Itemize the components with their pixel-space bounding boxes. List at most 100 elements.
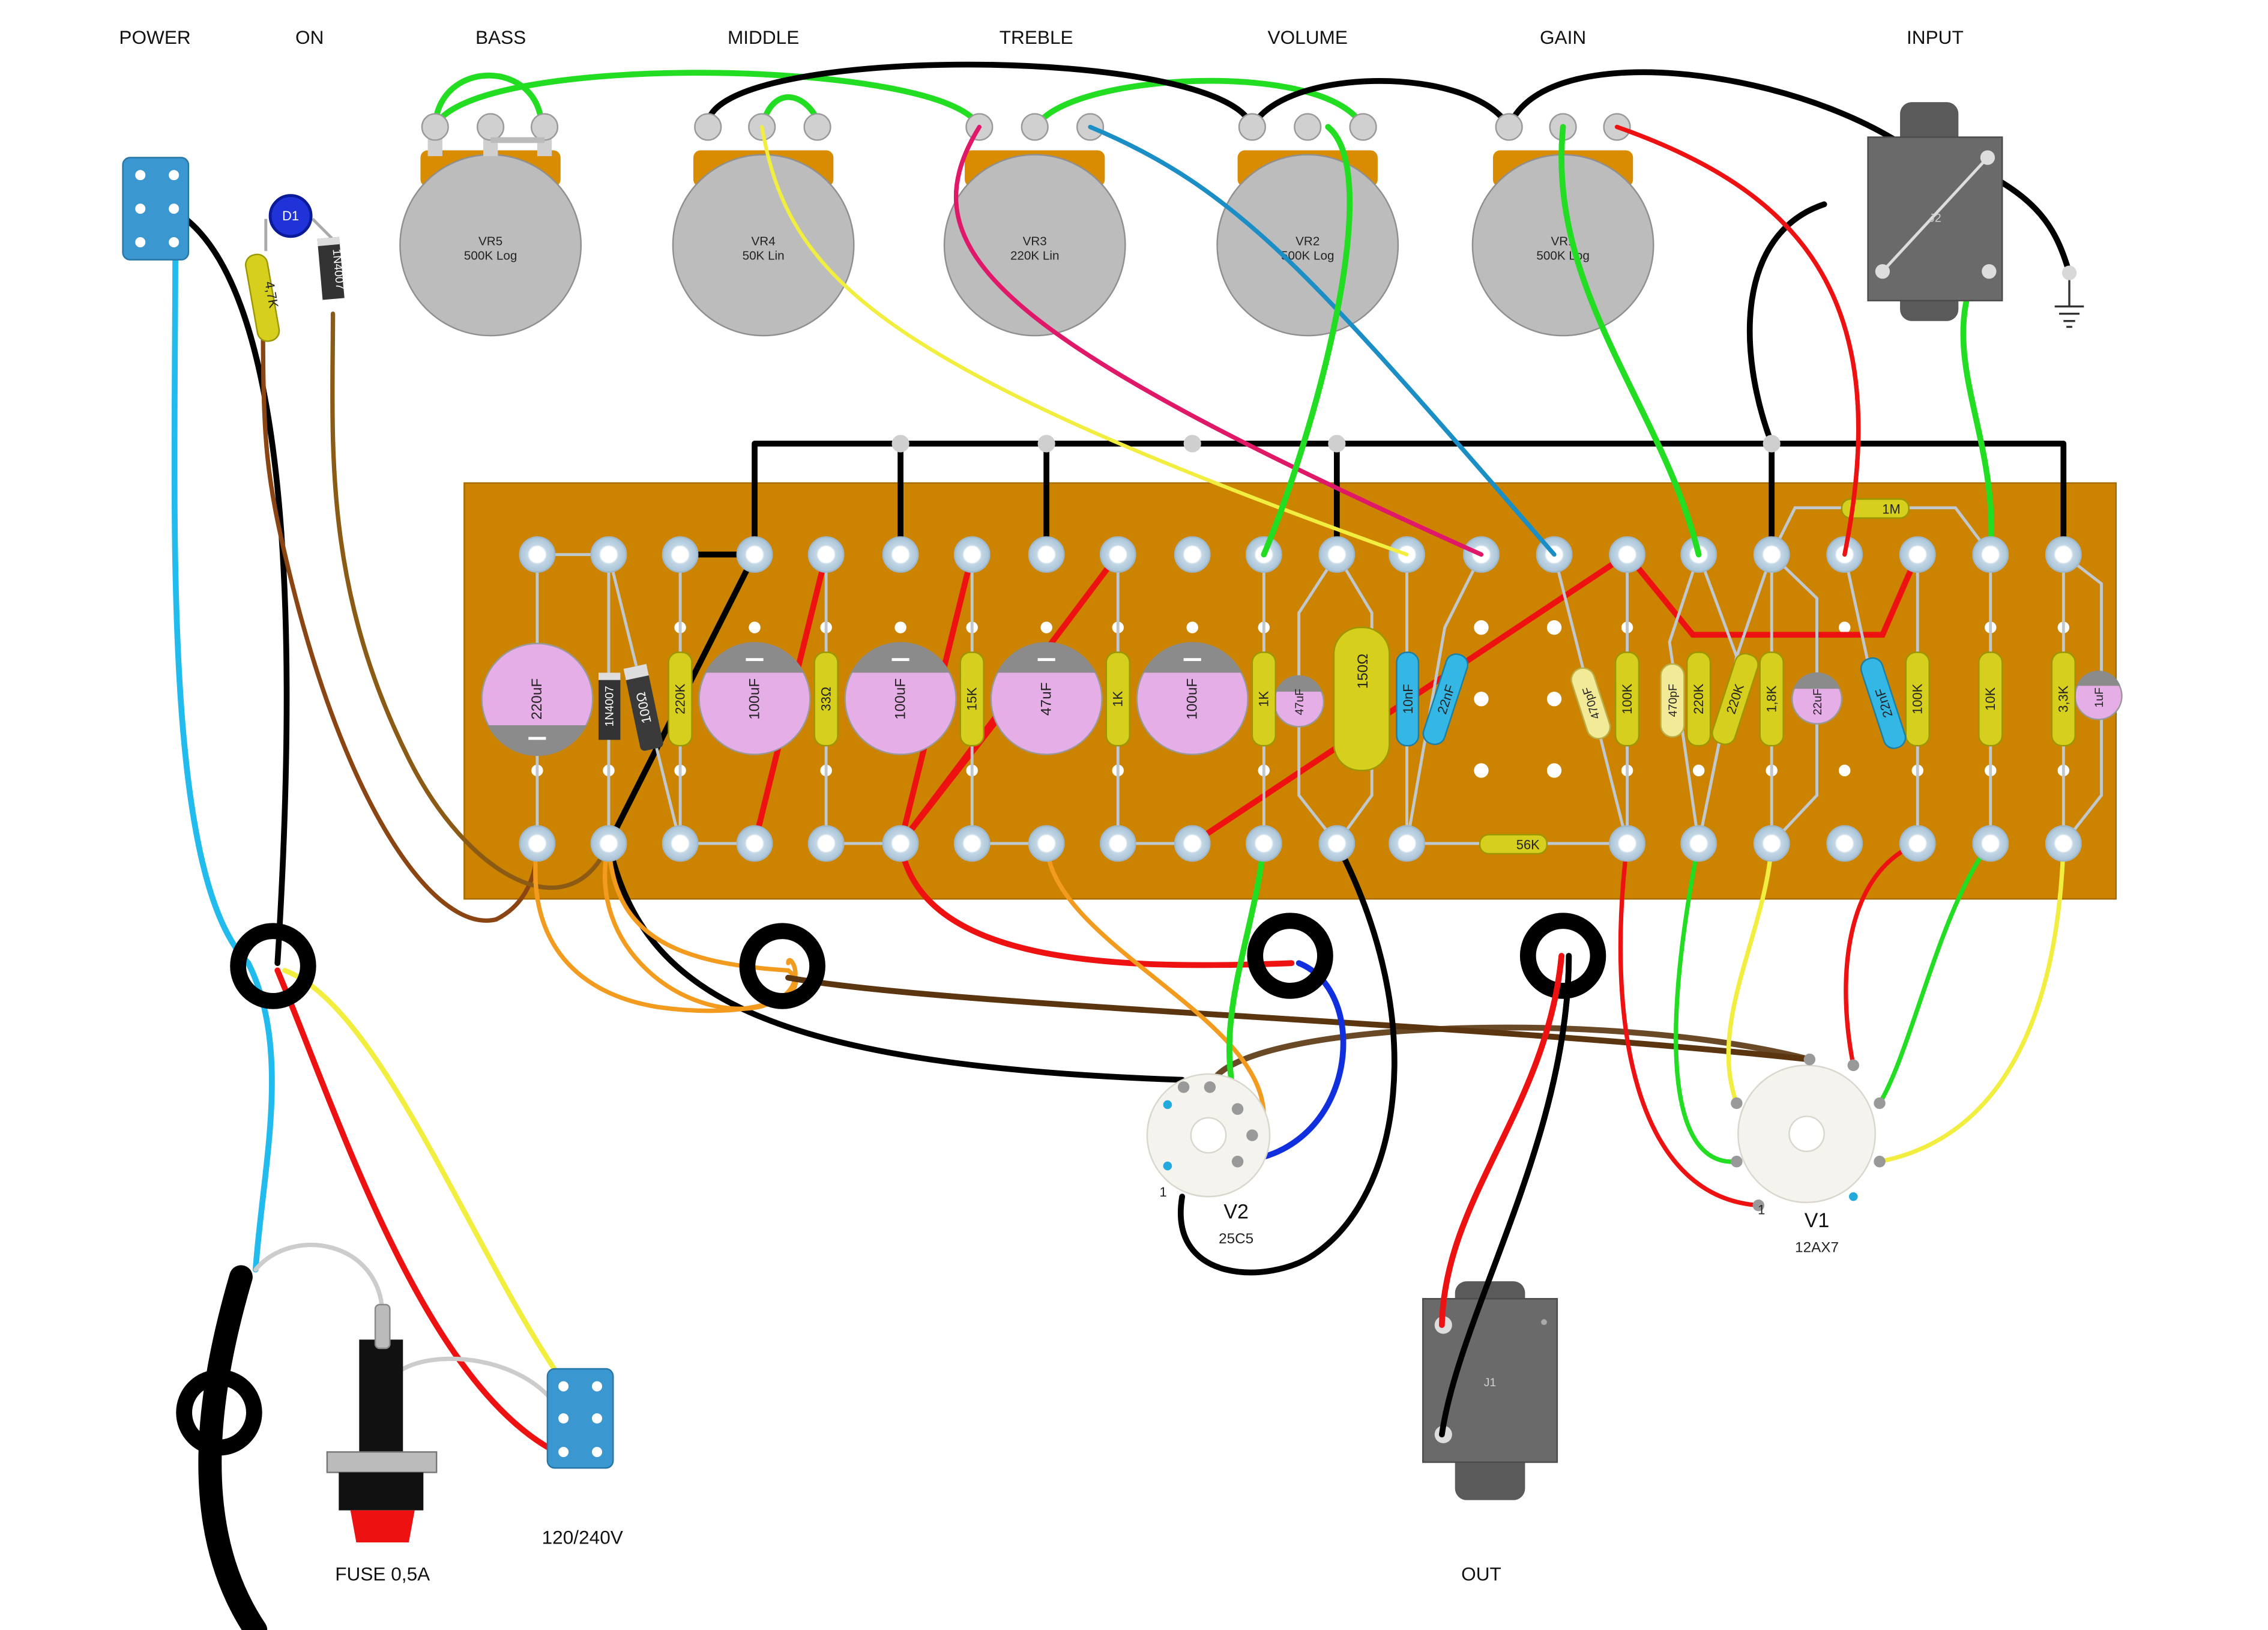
res-1k-a: 1K xyxy=(1105,651,1130,747)
res-100ohm: 100Ω xyxy=(623,663,663,751)
pot-vr3[interactable]: VR3 220K Lin xyxy=(943,113,1126,337)
cap-47uf-small: 47uF xyxy=(1273,675,1325,728)
pot-vr5-value: 500K Log xyxy=(464,249,517,263)
led-id: D1 xyxy=(282,208,299,223)
res-150ohm-label: 150Ω xyxy=(1355,654,1371,689)
pot-vr1-value: 500K Log xyxy=(1536,249,1589,263)
res-10k: 10K xyxy=(1978,651,2003,747)
input-jack-id: J2 xyxy=(1929,211,1941,225)
res-1-8k: 1,8K xyxy=(1759,651,1784,747)
res-33ohm: 33Ω xyxy=(813,651,839,747)
label-out: OUT xyxy=(1461,1563,1501,1584)
cap-100uf-1: 100uF xyxy=(698,642,811,755)
res-1k-b-label: 1K xyxy=(1256,690,1271,707)
res-220k-3: 220K xyxy=(1712,653,1759,746)
cap-47uf: 47uF xyxy=(990,642,1103,755)
tube-v1-type: 12AX7 xyxy=(1795,1239,1839,1255)
res-56k: 56K xyxy=(1479,834,1548,855)
diode-a: 1N4007 xyxy=(598,672,621,740)
voltage-selector-icon[interactable] xyxy=(546,1368,614,1469)
cap-47uf-small-label: 47uF xyxy=(1293,689,1306,715)
label-gain: GAIN xyxy=(1540,26,1586,48)
pot-vr3-id: VR3 xyxy=(1023,234,1047,248)
tube-v2-type: 25C5 xyxy=(1219,1231,1253,1247)
pot-vr3-value: 220K Lin xyxy=(1010,249,1060,263)
cap-470pf-1: 470pF xyxy=(1570,667,1611,740)
tube-v1: 1 V1 12AX7 xyxy=(1731,1053,1886,1255)
pot-vr4[interactable]: VR4 50K Lin xyxy=(672,113,855,337)
label-middle: MIDDLE xyxy=(728,26,799,48)
bus-junctions xyxy=(891,435,1781,453)
section-labels: POWER ON BASS MIDDLE TREBLE VOLUME GAIN … xyxy=(119,26,1963,48)
label-voltage: 120/240V xyxy=(542,1527,623,1548)
bottom-labels: FUSE 0,5A 120/240V OUT xyxy=(335,1527,1501,1585)
cap-100uf-3-label: 100uF xyxy=(1184,678,1201,720)
power-switch-icon[interactable] xyxy=(122,157,190,261)
pot-vr2[interactable]: VR2 500K Log xyxy=(1216,113,1399,337)
pot-vr2-id: VR2 xyxy=(1295,234,1319,248)
label-treble: TREBLE xyxy=(1000,26,1073,48)
res-1m: 1M xyxy=(1841,498,1910,519)
tube-v2: 1 V2 25C5 xyxy=(1146,1073,1271,1247)
pots: VR5 500K Log VR4 50K Lin VR3 220K Lin VR… xyxy=(399,113,1654,337)
cap-1uf: 1uF xyxy=(2074,671,2123,720)
diode-a-label: 1N4007 xyxy=(603,686,616,726)
cap-100uf-1-label: 100uF xyxy=(746,678,762,720)
led-diode-label: 1N4007 xyxy=(330,249,346,291)
label-bass: BASS xyxy=(475,26,526,48)
cap-22nf-1: 22nF xyxy=(1422,653,1469,746)
pot-vr2-value: 500K Log xyxy=(1281,249,1334,263)
label-input: INPUT xyxy=(1907,26,1964,48)
cap-1uf-label: 1uF xyxy=(2093,687,2106,708)
input-jack[interactable]: J2 xyxy=(1867,102,2003,321)
res-100k-2: 100K xyxy=(1905,651,1930,747)
res-100k-1-label: 100K xyxy=(1620,683,1635,714)
cap-100uf-3: 100uF xyxy=(1136,642,1249,755)
res-220k-2-label: 220K xyxy=(1691,683,1706,714)
cap-47uf-label: 47uF xyxy=(1038,683,1054,716)
output-jack[interactable]: J1 xyxy=(1422,1281,1558,1500)
pot-vr4-value: 50K Lin xyxy=(743,249,785,263)
tube-v1-id: V1 xyxy=(1805,1209,1830,1232)
board-eyelets xyxy=(519,536,2082,862)
res-1k-b: 1K xyxy=(1251,651,1276,747)
tube-v1-pin1: 1 xyxy=(1758,1202,1765,1217)
res-1m-label: 1M xyxy=(1882,502,1900,517)
res-100k-1: 100K xyxy=(1614,651,1640,747)
res-56k-label: 56K xyxy=(1516,838,1540,853)
res-15k-label: 15K xyxy=(964,687,979,710)
cap-220uf: 220uF xyxy=(481,642,594,756)
res-220k-1-label: 220K xyxy=(672,683,687,714)
res-1k-a-label: 1K xyxy=(1111,690,1126,707)
wiring-over-pots xyxy=(760,124,1861,558)
res-33ohm-label: 33Ω xyxy=(818,687,833,711)
led-resistor: 4,7K xyxy=(245,253,282,342)
wiring-over-jack xyxy=(1438,953,1572,1438)
cap-22uf: 22uF xyxy=(1791,672,1843,725)
cap-470pf-2: 470pF xyxy=(1660,663,1685,738)
board-resistors: 220K 33Ω 15K 1K 1K 100K 220K 220K xyxy=(623,498,2076,855)
cap-10nf-label: 10nF xyxy=(1401,684,1416,714)
res-220k-1: 220K xyxy=(668,651,693,747)
cap-22uf-label: 22uF xyxy=(1811,689,1824,715)
cap-100uf-2: 100uF xyxy=(844,642,957,755)
pot-vr4-id: VR4 xyxy=(752,234,776,248)
output-jack-id: J1 xyxy=(1484,1376,1497,1389)
led-icon: D1 xyxy=(264,194,334,252)
res-1-8k-label: 1,8K xyxy=(1764,685,1779,712)
cap-22nf-2: 22nF xyxy=(1860,657,1907,749)
res-3-3k-label: 3,3K xyxy=(2056,685,2071,712)
grommet-icon xyxy=(176,913,1606,1456)
label-volume: VOLUME xyxy=(1268,26,1348,48)
ground-icon xyxy=(2054,265,2084,328)
tube-v2-pin1: 1 xyxy=(1160,1185,1167,1200)
res-220k-2: 220K xyxy=(1686,651,1712,747)
res-3-3k: 3,3K xyxy=(2051,651,2076,747)
pot-vr5[interactable]: VR5 500K Log xyxy=(399,113,582,337)
res-10k-label: 10K xyxy=(1983,687,1998,710)
fuse-holder-icon[interactable] xyxy=(326,1303,438,1543)
label-fuse: FUSE 0,5A xyxy=(335,1563,430,1584)
tube-v2-id: V2 xyxy=(1223,1201,1249,1224)
label-power: POWER xyxy=(119,26,190,48)
